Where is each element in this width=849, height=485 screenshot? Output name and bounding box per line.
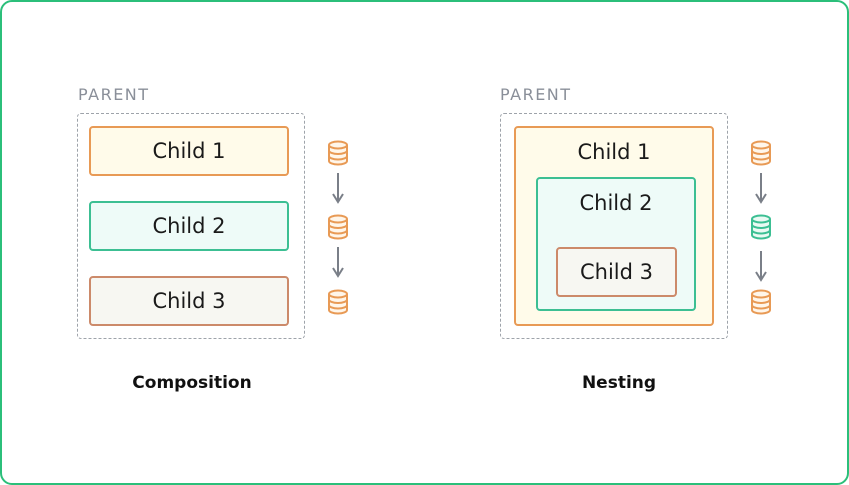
nesting-caption: Nesting xyxy=(581,373,657,393)
composition-database-icon-2 xyxy=(328,214,348,240)
composition-parent-container xyxy=(77,113,305,339)
nesting-database-icon-3 xyxy=(751,289,771,315)
composition-child-2-label: Child 2 xyxy=(152,214,226,238)
nesting-child-2-label: Child 2 xyxy=(579,191,653,215)
composition-database-icon-1 xyxy=(328,140,348,166)
nesting-parent-container xyxy=(500,113,728,339)
composition-child-2: Child 2 xyxy=(89,201,289,251)
composition-parent-label: PARENT xyxy=(78,85,150,104)
composition-arrow-down-icon-2 xyxy=(332,247,344,278)
composition-database-icon-3 xyxy=(328,289,348,315)
nesting-database-icon-2 xyxy=(751,214,771,240)
nesting-child-3: Child 3 xyxy=(556,247,677,297)
nesting-parent-label: PARENT xyxy=(500,85,572,104)
composition-child-3-label: Child 3 xyxy=(152,289,226,313)
composition-child-3: Child 3 xyxy=(89,276,289,326)
nesting-child-3-label: Child 3 xyxy=(579,260,653,284)
composition-child-1-label: Child 1 xyxy=(152,139,226,163)
nesting-database-icon-1 xyxy=(751,140,771,166)
composition-child-1: Child 1 xyxy=(89,126,289,176)
composition-caption: Composition xyxy=(132,373,252,393)
composition-arrow-down-icon-1 xyxy=(332,173,344,204)
nesting-arrow-down-icon-2 xyxy=(755,251,767,282)
nesting-arrow-down-icon-1 xyxy=(755,173,767,204)
nesting-child-1-label: Child 1 xyxy=(577,140,651,164)
